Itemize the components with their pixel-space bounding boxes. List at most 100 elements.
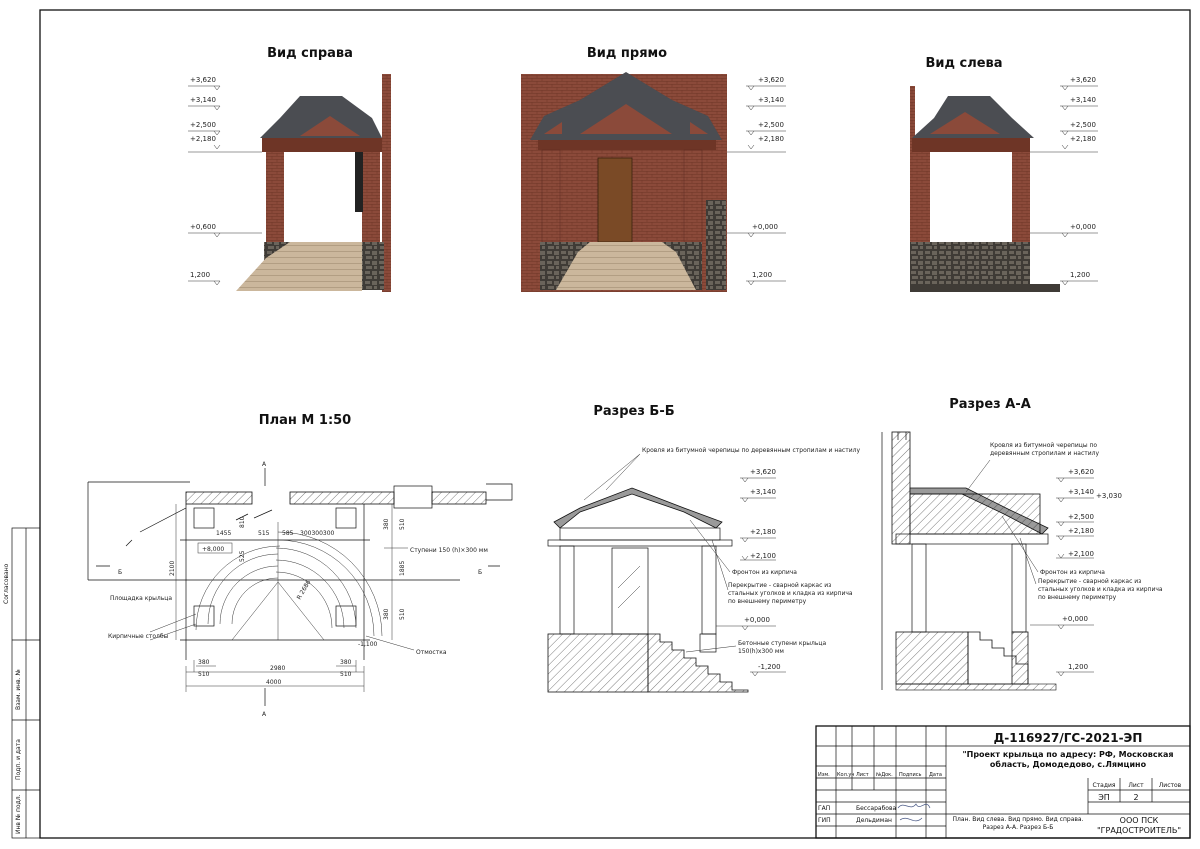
section-marker-b: Б [478,569,482,576]
entrance-door [597,157,633,243]
sheet-title: План. Вид слева. Вид прямо. Вид справа. … [952,816,1084,831]
radius-label: R 2686 [296,579,313,601]
dim-810: 810 [239,516,246,528]
level-label: +3,620 [750,468,776,476]
level-label: +2,180 [1068,527,1094,535]
level-label: +0,000 [1070,223,1096,231]
section-marker-a: А [262,711,267,718]
roof [260,96,382,138]
project-name-box: "Проект крыльца по адресу: РФ, Московска… [962,750,1174,769]
slab-note: Перекрытие - сварной каркас из стальных … [1038,578,1163,601]
col-izm: Изм. [818,772,830,778]
project-name: "Проект крыльца по адресу: РФ, Московска… [962,750,1174,769]
dim-1455: 1455 [216,530,231,537]
sheet-title-box: План. Вид слева. Вид прямо. Вид справа. … [952,816,1084,831]
name-gap: Бессарабова [856,805,896,812]
level-label: +2,100 [750,552,776,560]
stone-plinth [910,242,1030,284]
dim-300-300-300: 300300300 [300,530,335,537]
level-label: +2,500 [190,121,216,129]
column-left [912,152,930,242]
steps-note-box: Бетонные ступени крыльца 150(h)х300 мм [738,640,827,655]
stage-value: ЭП [1098,793,1110,802]
dim-515: 515 [258,530,270,537]
drawing-code: Д-116927/ГС-2021-ЭП [994,731,1143,745]
gable [300,116,360,136]
sheet-header: Лист [1128,782,1144,789]
dim-380: 380 [383,608,390,620]
level-label: +3,620 [1068,468,1094,476]
level-label: 1,200 [752,271,772,279]
columns-label: Кирпичные столбы [108,633,169,640]
level-label: +3,620 [190,76,216,84]
level-label: +2,500 [1068,513,1094,521]
section-bb-title: Разрез Б-Б [593,404,674,419]
dim-4000: 4000 [266,679,281,686]
slab-note: Перекрытие - сварной каркас из стальных … [728,582,853,605]
steps [236,242,362,291]
section-marker-b: Б [118,569,122,576]
sheets-header: Листов [1159,782,1182,789]
right-view: Вид справа [236,46,391,292]
dim-2100: 2100 [169,561,176,576]
role-gap: ГАП [818,805,830,812]
company-line2: "ГРАДОСТРОИТЕЛЬ" [1097,826,1181,835]
level-label: +0,000 [752,223,778,231]
right-view-title: Вид справа [267,46,353,61]
gable-note: Фронтон из кирпича [732,569,797,576]
level-label: 1,200 [1068,663,1088,671]
dim-380: 380 [383,518,390,530]
left-view: Вид слева [910,56,1060,292]
stamp-agreed: Согласовано [3,563,10,604]
dim-380: 380 [198,659,210,666]
platform-label: Площадка крыльца [110,595,172,602]
level-label: +3,140 [190,96,216,104]
dim-380: 380 [340,659,352,666]
side-stamp: Согласовано Взам. инв. № Подп. и дата Ин… [3,527,41,839]
dim-1885: 1885 [399,561,406,576]
section-aa-title: Разрез А-А [949,397,1031,412]
level-label: +3,140 [750,488,776,496]
column-right [1012,152,1030,242]
slab-note-box: Перекрытие - сварной каркас из стальных … [728,582,853,605]
stage-header: Стадия [1092,782,1115,789]
level-label: +0,000 [1062,615,1088,623]
dim-510: 510 [198,671,210,678]
sheet-value: 2 [1133,793,1138,802]
section-bb: Разрез Б-Б +3,620 +3,140 +2,180 +2,100 +… [547,404,860,693]
level-label: +0,000 [744,616,770,624]
roof-note-box: Кровля из битумной черепицы по деревянны… [990,442,1099,457]
column-right [362,152,380,242]
wall-edge [382,74,391,292]
dim-525: 525 [239,550,246,562]
level-label: +3,140 [1070,96,1096,104]
title-block: Д-116927/ГС-2021-ЭП "Проект крыльца по а… [815,725,1191,839]
level-label: +2,180 [758,135,784,143]
level-label: +2,500 [1070,121,1096,129]
steps-label: Ступени 150 (h)×300 мм [410,547,488,554]
col-ndok: №Док. [876,772,893,778]
plan-title: План М 1:50 [259,413,351,428]
left-view-levels: +3,620 +3,140 +2,500 +2,180 +0,000 1,200 [1030,76,1098,286]
front-view-levels: +3,620 +3,140 +2,500 +2,180 +0,000 1,200 [727,76,786,286]
dim-585: 585 [282,530,294,537]
dim-2980: 2980 [270,665,285,672]
section-aa: Разрез А-А +3,620 +3,140 +3,030 +2,500 +… [881,397,1163,691]
company-line1: ООО ПСК [1120,816,1159,825]
left-view-title: Вид слева [925,56,1002,71]
level-label: +2,180 [1070,135,1096,143]
steps-note: Бетонные ступени крыльца 150(h)х300 мм [738,640,827,655]
front-view: Вид прямо [521,46,727,292]
stamp-replace-inv: Взам. инв. № [15,669,22,710]
level-label: 1,200 [1070,271,1090,279]
roof-note: Кровля из битумной черепицы по деревянны… [642,447,860,454]
level-label: -1,200 [758,663,781,671]
role-gip: ГИП [818,817,831,824]
gable-note: Фронтон из кирпича [1040,569,1105,576]
col-list: Лист [856,772,869,778]
steps [556,242,696,290]
slab-note-box: Перекрытие - сварной каркас из стальных … [1038,578,1163,601]
level-label: +2,180 [750,528,776,536]
plan-view: План М 1:50 А А Б [87,413,513,718]
level-label: +3,030 [1096,492,1122,500]
